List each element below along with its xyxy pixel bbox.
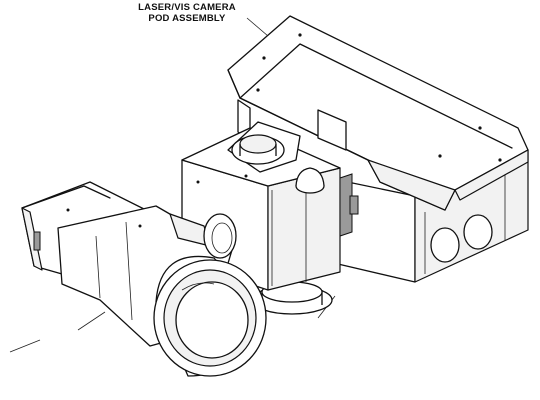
callout-line-2: POD ASSEMBLY bbox=[148, 13, 226, 24]
thermal-lens-assembly bbox=[21, 181, 267, 377]
pod-assembly-callout: LASER/VIS CAMERA POD ASSEMBLY bbox=[128, 2, 246, 24]
callout-line-1: LASER/VIS CAMERA bbox=[138, 2, 236, 13]
